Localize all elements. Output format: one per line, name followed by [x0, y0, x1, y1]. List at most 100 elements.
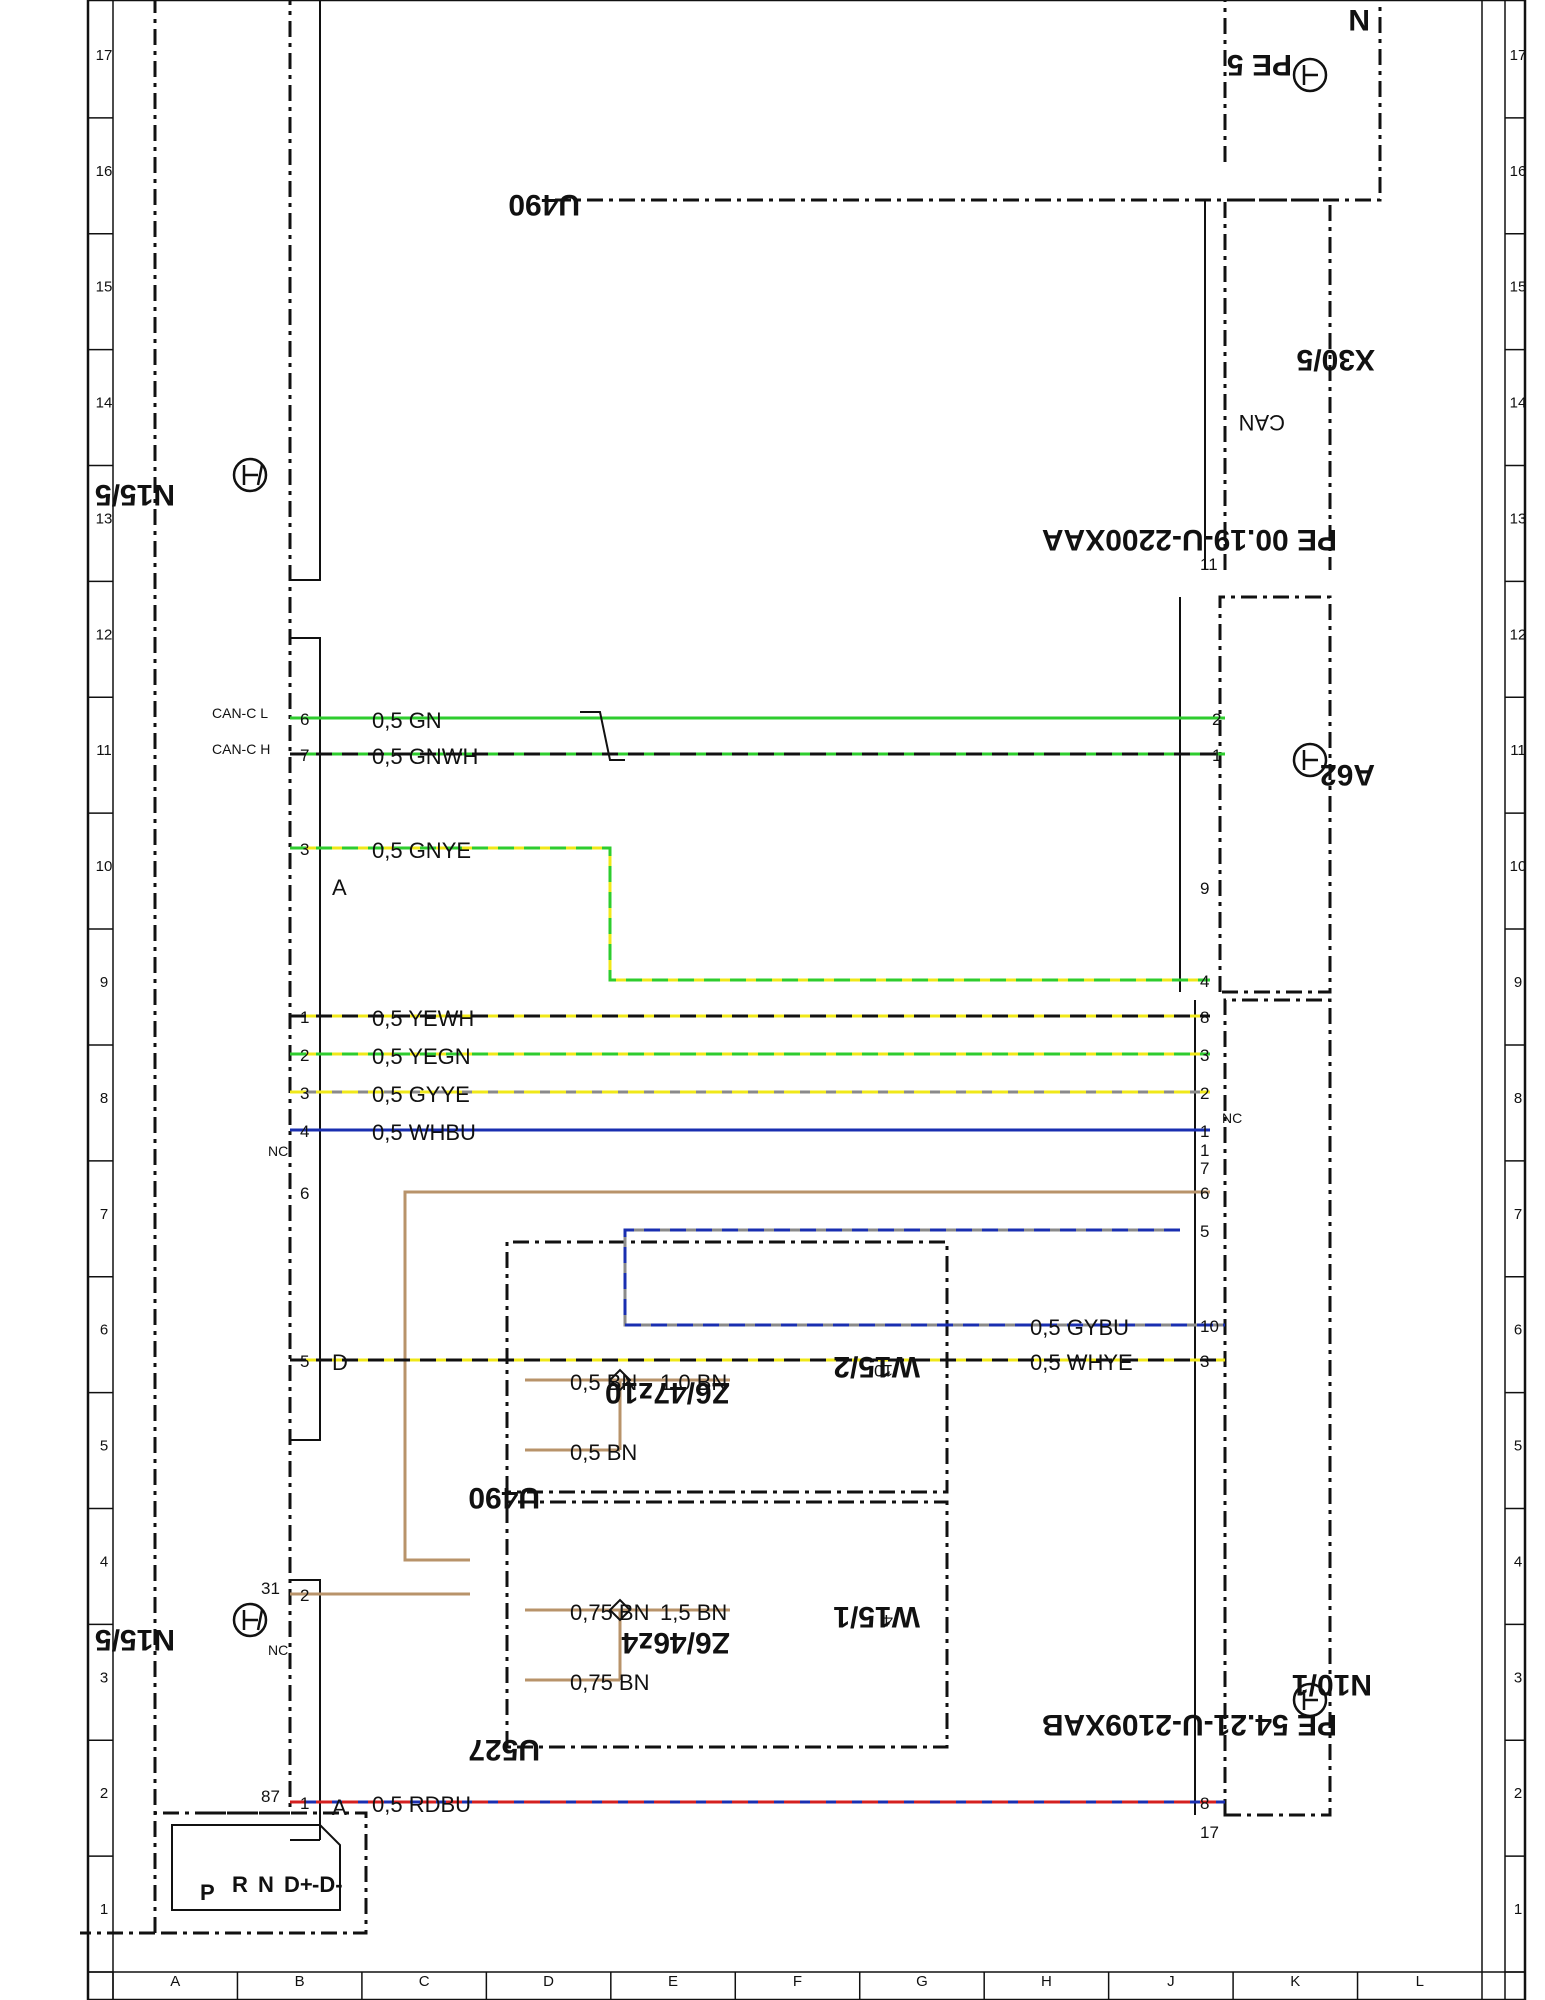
wire-label-yewh: 0,5 YEWH [372, 1006, 474, 1031]
column-label-bottom: 15 [1510, 279, 1527, 296]
x30-5-label: X30/5 [1297, 343, 1375, 376]
pin-whye-n15: 5 [300, 1352, 309, 1371]
n15-upper-plug-a: A [332, 875, 347, 900]
n10-1-ref: PE 54.21-U-2109XAB [1042, 1708, 1337, 1741]
nc-6: NC [268, 1143, 288, 1159]
pin-gyye-a62: 2 [1200, 1084, 1209, 1103]
wire-label-whbu: 0,5 WHBU [372, 1120, 476, 1145]
wire-label-gnye: 0,5 GNYE [372, 838, 471, 863]
column-label-bottom: 5 [1514, 1438, 1522, 1455]
row-label: K [1290, 1973, 1300, 1990]
column-label-top: 8 [100, 1090, 108, 1107]
column-label-bottom: 13 [1510, 510, 1527, 527]
w15-2-label: W15/2 [833, 1350, 920, 1383]
column-label-bottom: 8 [1514, 1090, 1522, 1107]
component-labels: N15/5 N15/5 A62 X30/5 PE 00.19-U-2200XAA… [95, 3, 1375, 1766]
wire-label-gyye: 0,5 GYYE [372, 1082, 470, 1107]
splice-z6-46z4 [608, 1598, 632, 1622]
column-label-top: 11 [96, 742, 112, 759]
n10-upper-symbol [1292, 57, 1328, 93]
a62-nc: NC [1222, 1110, 1242, 1126]
column-label-top: 7 [100, 1206, 108, 1223]
column-label-bottom: 14 [1510, 395, 1527, 412]
column-label-bottom: 9 [1514, 974, 1522, 991]
n10-upper-id: N [1348, 3, 1370, 36]
shifter-r: R [232, 1872, 248, 1897]
u490-lower-label: U490 [468, 1481, 540, 1514]
column-label-bottom: 2 [1514, 1785, 1522, 1802]
u490-upper-box [555, 0, 1382, 202]
pin-gnye-n15: 3 [300, 840, 309, 859]
wire-gybu [623, 1228, 1225, 1327]
column-label-top: 2 [100, 1785, 108, 1802]
n15-5-upper-symbol [232, 457, 268, 493]
column-label-top: 10 [96, 858, 113, 875]
can-h-term: CAN-C H [212, 741, 270, 757]
column-label-top: 3 [100, 1669, 108, 1686]
wire-gnye [290, 846, 1210, 982]
shifter-dminus: -D- [312, 1872, 343, 1897]
twisted-pair-marker [580, 711, 625, 761]
column-label-top: 14 [96, 395, 113, 412]
column-label-bottom: 3 [1514, 1669, 1522, 1686]
n15-5-lower-symbol [232, 1602, 268, 1638]
pin-nc-n15: 6 [300, 1184, 309, 1203]
a62-box [1218, 595, 1332, 994]
pin-can-l-x30: 2 [1212, 710, 1221, 729]
pin-bn-a62: 6 [1200, 1184, 1209, 1203]
column-label-bottom: 7 [1514, 1206, 1522, 1223]
wire-label-u527-c: 1,5 BN [660, 1600, 727, 1625]
n15-5-outline [80, 0, 292, 1935]
column-label-bottom: 6 [1514, 1322, 1522, 1339]
ref-9: 9 [1200, 879, 1209, 898]
wire-label-u527-b: 0,75 BN [570, 1670, 650, 1695]
pin-5-a62: 5 [1200, 1222, 1209, 1241]
n15-plug-d: D [332, 1350, 348, 1375]
column-label-bottom: 12 [1510, 626, 1527, 643]
pin-gnd-n15: 2 [300, 1586, 309, 1605]
wire-u527-join [618, 1608, 730, 1680]
pin-can-l-n15: 6 [300, 710, 309, 729]
module-symbols [232, 57, 1328, 1718]
row-ticks [112, 1972, 1359, 2000]
w15-1-label: W15/1 [833, 1600, 920, 1633]
row-label: H [1041, 1973, 1052, 1990]
connector-labels: A A D NC NC NC CAN-C L CAN-C H 87 31 9 1… [212, 555, 1242, 1842]
x30-5-box [1223, 198, 1332, 570]
pin-gnye-a62: 4 [1200, 972, 1209, 991]
shifter-symbol: P R N D+ -D- [153, 1811, 368, 1935]
column-label-bottom: 1 [1514, 1901, 1522, 1918]
row-label: C [419, 1973, 430, 1990]
wire-label-rdbu: 0,5 RDBU [372, 1792, 471, 1817]
a62-symbol [1292, 742, 1328, 778]
column-label-top: 13 [96, 510, 113, 527]
pin-1-a62: 1 [1200, 1141, 1209, 1160]
u490-upper-label: U490 [508, 188, 580, 221]
wire-bn-a62 [403, 1190, 1210, 1562]
n15-lower-plug-a: A [332, 1795, 347, 1820]
row-label: L [1416, 1973, 1424, 1990]
pin-7-a62: 7 [1200, 1159, 1209, 1178]
n10-1-box [1223, 998, 1332, 1817]
row-label: B [295, 1973, 305, 1990]
wire-label-u490-b: 0,5 BN [570, 1440, 637, 1465]
row-label: F [793, 1973, 802, 1990]
wire-label-can-h: 0,5 GNWH [372, 744, 478, 769]
sheet-border [86, 0, 1527, 2000]
pin-yegn-a62: 3 [1200, 1046, 1209, 1065]
z6-47z10-label: Z6/47z10 [605, 1376, 730, 1409]
ref-11: 11 [1200, 555, 1218, 574]
wire-label-whye: 0,5 WHYE [1030, 1350, 1133, 1375]
column-label-top: 15 [96, 279, 113, 296]
row-label: G [916, 1973, 928, 1990]
n10-1-symbol [1292, 1682, 1328, 1718]
column-label-bottom: 17 [1510, 47, 1527, 64]
shifter-p: P [200, 1880, 215, 1905]
pin-can-h-x30: 1 [1212, 746, 1221, 765]
pin-rdbu-n10: 8 [1200, 1794, 1209, 1813]
u527-box [505, 1500, 949, 1749]
column-label-top: 6 [100, 1322, 108, 1339]
